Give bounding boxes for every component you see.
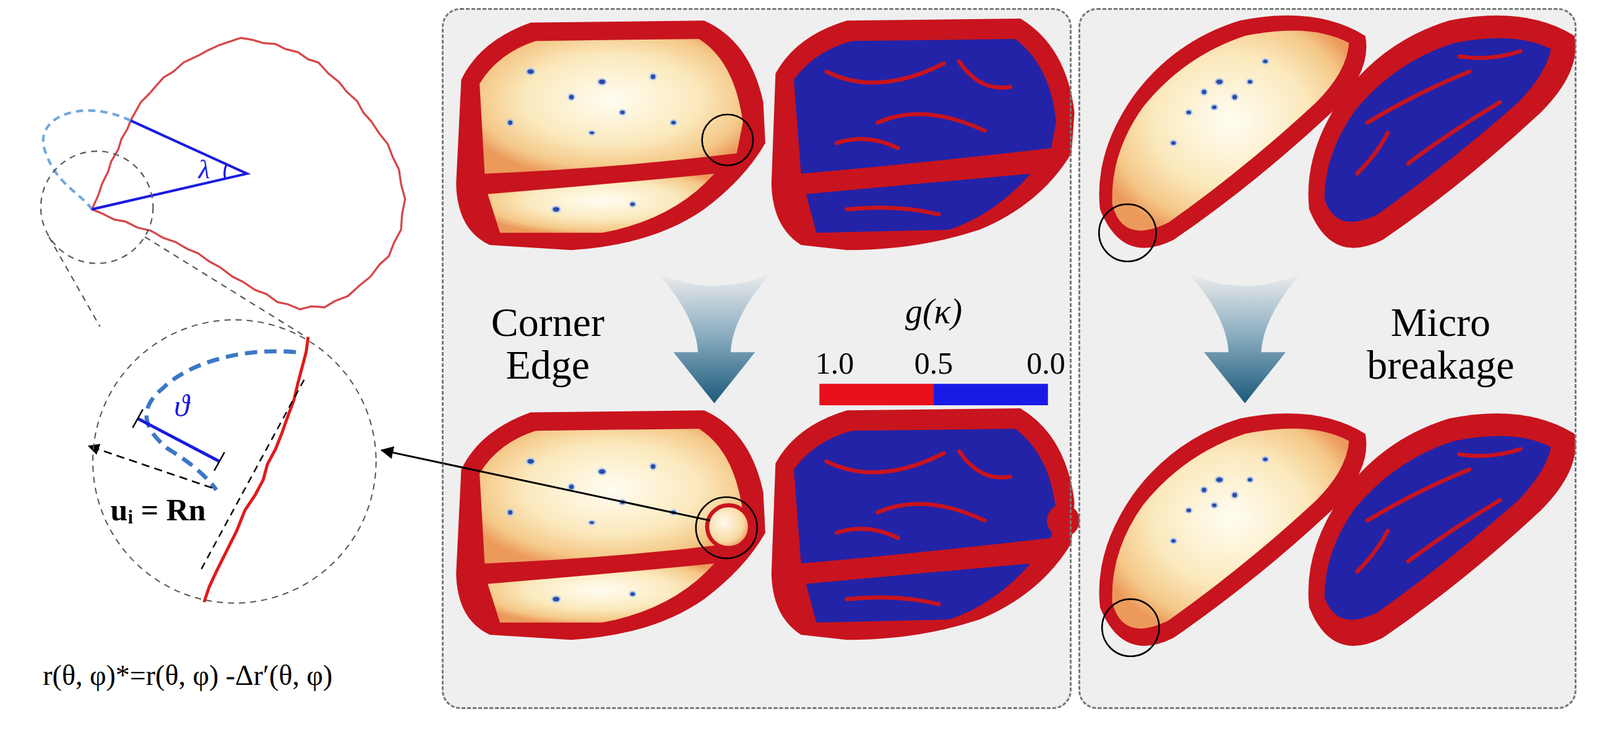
vector-label: uᵢ = Rn bbox=[110, 493, 207, 527]
colorbar-blue bbox=[933, 383, 1049, 406]
tangent-line bbox=[199, 379, 304, 572]
colorbar-tick: 0.5 bbox=[914, 347, 954, 380]
zoom-line bbox=[144, 236, 307, 338]
panel-ground bbox=[1078, 8, 1577, 710]
zoom-circle-line bbox=[92, 319, 377, 604]
zoom-source bbox=[40, 150, 153, 263]
depth-tick bbox=[214, 452, 224, 471]
removed-part bbox=[146, 351, 297, 491]
dashed-panel: Micro breakage bbox=[1078, 8, 1577, 710]
pointer-arrow bbox=[381, 450, 711, 521]
zoom-circle: ϑ uᵢ = Rn bbox=[91, 318, 378, 605]
particle-outline bbox=[91, 37, 405, 310]
angle-label: λ bbox=[198, 155, 211, 184]
transition-arrow bbox=[658, 273, 771, 403]
symbol-label: ϑ bbox=[173, 389, 190, 423]
panel-title: Corner Edge bbox=[460, 300, 635, 387]
art-circle bbox=[1101, 598, 1159, 656]
particle-gkappa bbox=[771, 408, 1075, 640]
depth-tick bbox=[132, 409, 143, 429]
removed-part bbox=[43, 110, 131, 210]
colorbar-title: g(κ) bbox=[905, 293, 963, 330]
art-circle bbox=[702, 114, 753, 166]
zoom-line bbox=[48, 236, 100, 327]
angle-arc bbox=[224, 164, 227, 179]
colorbar-tick: 1.0 bbox=[815, 347, 855, 380]
highlight-circles bbox=[696, 114, 1160, 657]
colorbar-red bbox=[819, 383, 934, 406]
particle-gkappa bbox=[771, 18, 1075, 250]
particle-gkappa bbox=[1308, 15, 1576, 249]
particle-gkappa bbox=[1308, 413, 1576, 646]
dashed-panel: Corner Edge bbox=[441, 8, 1072, 710]
transition-arrow bbox=[1188, 273, 1301, 403]
formula: r(θ, φ)*=r(θ, φ) -Δr′(θ, φ) bbox=[42, 660, 333, 691]
depth-bar bbox=[137, 418, 220, 461]
particle-curvature bbox=[455, 410, 766, 640]
art-circle bbox=[696, 496, 758, 559]
zoom-outline bbox=[91, 318, 378, 605]
particle-curvature bbox=[455, 20, 766, 250]
art-circle bbox=[1098, 204, 1156, 262]
corner-bump bbox=[707, 505, 750, 549]
colorbar-tick: 0.0 bbox=[1026, 347, 1066, 380]
angle-lines bbox=[91, 120, 247, 210]
panel-title: Micro breakage bbox=[1353, 300, 1527, 387]
normal-arrow bbox=[88, 446, 213, 489]
corner-bump bbox=[1046, 504, 1080, 538]
